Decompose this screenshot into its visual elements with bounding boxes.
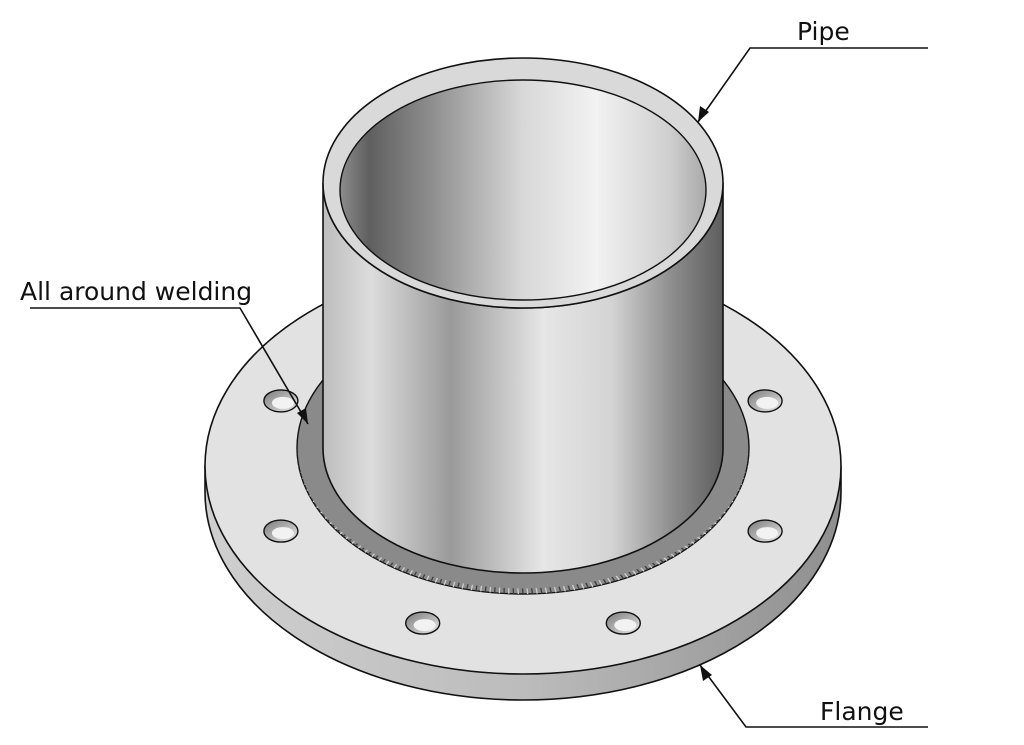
bolt-hole bbox=[747, 519, 783, 543]
bolt-hole bbox=[747, 389, 783, 413]
weld-leader-arrow bbox=[297, 408, 308, 424]
weld-leader bbox=[30, 307, 309, 425]
bolt-hole bbox=[405, 611, 441, 635]
pipe-bore bbox=[339, 79, 707, 301]
bolt-hole bbox=[263, 389, 299, 413]
pipe-label: Pipe bbox=[797, 17, 850, 46]
pipe-leader-arrow bbox=[698, 106, 709, 122]
bolt-hole bbox=[263, 519, 299, 543]
flange-label: Flange bbox=[820, 697, 904, 726]
flange-leader-arrow bbox=[700, 665, 712, 681]
bolt-hole bbox=[605, 611, 641, 635]
weld-label: All around welding bbox=[20, 277, 252, 306]
pipe-leader bbox=[697, 47, 928, 123]
flange-leader bbox=[699, 664, 928, 728]
